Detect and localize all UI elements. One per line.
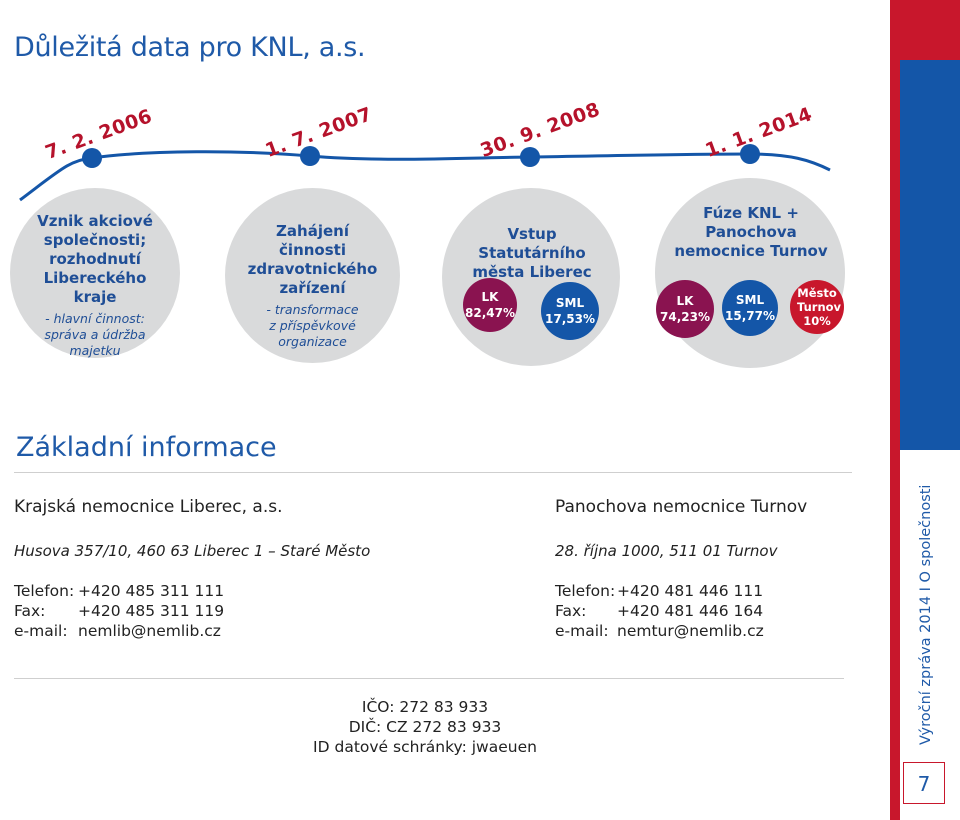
fax-value: +420 485 311 119: [78, 602, 225, 620]
share-sml: SML 17,53%: [541, 282, 599, 340]
side-band-white: [900, 450, 960, 820]
milestone-headline: Vznik akciové společnosti; rozhodnutí Li…: [37, 212, 153, 306]
share-name: SML: [735, 293, 765, 307]
milestone-note: - hlavní činnost: správa a údržba majetk…: [44, 311, 146, 358]
phone-value: +420 485 311 111: [78, 582, 225, 600]
fax-label: Fax:: [14, 602, 46, 620]
timeline-dot: [520, 147, 540, 167]
timeline-dot: [740, 144, 760, 164]
divider: [14, 678, 844, 679]
section-heading: Základní informace: [16, 432, 277, 463]
email-label: e-mail:: [14, 622, 68, 640]
share-name: SML: [555, 296, 585, 310]
email-value[interactable]: nemlib@nemlib.cz: [78, 622, 221, 640]
org-contacts: Telefon:+420 485 311 111 Fax: +420 485 31…: [14, 581, 224, 641]
timeline-dot: [82, 148, 102, 168]
milestone-text: Zahájení činnosti zdravotnického zařízen…: [240, 222, 385, 350]
org-address: Husova 357/10, 460 63 Liberec 1 – Staré …: [14, 542, 371, 560]
share-name: LK: [676, 294, 694, 308]
phone-value: +420 481 446 111: [617, 582, 764, 600]
milestone-text: Vznik akciové společnosti; rozhodnutí Li…: [25, 212, 165, 359]
share-value: 74,23%: [660, 310, 710, 324]
milestone-circle: [442, 188, 620, 366]
page-number: 7: [903, 762, 945, 804]
share-mesto-turnov: Město Turnov 10%: [790, 280, 844, 334]
share-lk: LK 82,47%: [463, 278, 517, 332]
milestone-headline: Fúze KNL + Panochova nemocnice Turnov: [674, 204, 828, 260]
milestone-text: Fúze KNL + Panochova nemocnice Turnov: [672, 204, 830, 261]
timeline-dot: [300, 146, 320, 166]
milestone-headline: Vstup Statutárního města Liberec: [472, 225, 592, 281]
org-contacts: Telefon:+420 481 446 111 Fax: +420 481 44…: [555, 581, 764, 641]
page-title: Důležitá data pro KNL, a.s.: [14, 32, 366, 63]
phone-label: Telefon:: [555, 582, 616, 600]
share-name: LK: [481, 290, 499, 304]
company-ids: IČO: 272 83 933 DIČ: CZ 272 83 933 ID da…: [300, 697, 550, 757]
milestone-headline: Zahájení činnosti zdravotnického zařízen…: [247, 222, 378, 297]
milestone-note: - transformace z příspěvkové organizace: [266, 302, 359, 349]
side-band-blue: [900, 60, 960, 450]
org-address: 28. října 1000, 511 01 Turnov: [555, 542, 778, 560]
timeline-line: [19, 144, 831, 202]
dic: DIČ: CZ 272 83 933: [348, 718, 502, 736]
milestone-circle: [10, 188, 180, 358]
divider: [14, 472, 852, 473]
datova-schranka: ID datové schránky: jwaeuen: [313, 738, 537, 756]
email-value[interactable]: nemtur@nemlib.cz: [617, 622, 764, 640]
share-lk: LK 74,23%: [656, 280, 714, 338]
share-value: 15,77%: [725, 309, 775, 323]
share-value: 17,53%: [545, 312, 595, 326]
org-name: Panochova nemocnice Turnov: [555, 497, 808, 517]
fax-label: Fax:: [555, 602, 587, 620]
running-footer: Výroční zpráva 2014 I O společnosti: [918, 484, 934, 745]
fax-value: +420 481 446 164: [617, 602, 764, 620]
share-value: 10%: [803, 314, 831, 328]
share-sml: SML 15,77%: [722, 280, 778, 336]
share-name: Město Turnov: [797, 286, 842, 314]
org-name: Krajská nemocnice Liberec, a.s.: [14, 497, 283, 517]
milestone-circle: [225, 188, 400, 363]
phone-label: Telefon:: [14, 582, 75, 600]
email-label: e-mail:: [555, 622, 609, 640]
milestone-text: Vstup Statutárního města Liberec: [462, 225, 602, 282]
ico: IČO: 272 83 933: [361, 698, 489, 716]
share-value: 82,47%: [465, 306, 515, 320]
